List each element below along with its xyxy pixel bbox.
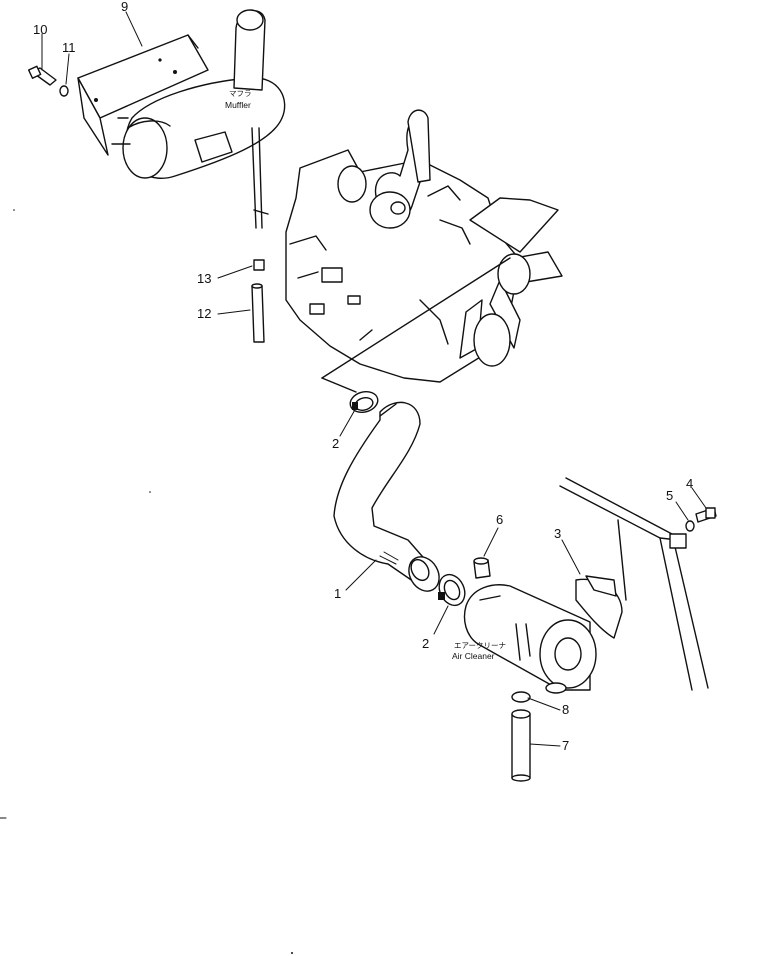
leader-lines [41, 11, 707, 747]
washer-5 [685, 520, 695, 532]
muffler-label-en: Muffler [225, 100, 251, 110]
ring-8 [511, 691, 531, 703]
callout-13: 13 [197, 271, 211, 286]
drain-tube [251, 127, 269, 343]
callout-11: 11 [62, 40, 76, 55]
hose-clamp-top [349, 390, 379, 414]
callout-2-top: 2 [332, 436, 339, 451]
callout-6: 6 [496, 512, 503, 527]
callout-9: 9 [121, 0, 128, 14]
vacuator-valve [473, 557, 491, 579]
bolt-4 [695, 507, 717, 523]
dust-tube [511, 709, 531, 782]
muffler [111, 9, 286, 179]
callout-2-bottom: 2 [422, 636, 429, 651]
washer-11 [59, 85, 69, 97]
callout-1: 1 [334, 586, 341, 601]
air-cleaner [463, 584, 597, 694]
mounting-panel [559, 477, 709, 691]
callout-4: 4 [686, 476, 693, 491]
callout-12: 12 [197, 306, 211, 321]
hose-clamp-bottom [438, 573, 466, 607]
air-cleaner-bracket [575, 575, 623, 639]
callout-10: 10 [33, 22, 47, 37]
callout-7: 7 [562, 738, 569, 753]
bolt-10 [27, 65, 57, 86]
intake-hose [333, 401, 440, 592]
callout-5: 5 [666, 488, 673, 503]
callout-8: 8 [562, 702, 569, 717]
muffler-label-jp: マフラ [229, 89, 252, 98]
scan-marks [0, 209, 293, 954]
engine [285, 109, 563, 393]
air-cleaner-label-en: Air Cleaner [452, 651, 495, 661]
muffler-bracket [77, 34, 209, 156]
muffler-assembly [27, 9, 286, 343]
air-cleaner-label-jp: エアークリーナ [454, 641, 506, 650]
callout-3: 3 [554, 526, 561, 541]
